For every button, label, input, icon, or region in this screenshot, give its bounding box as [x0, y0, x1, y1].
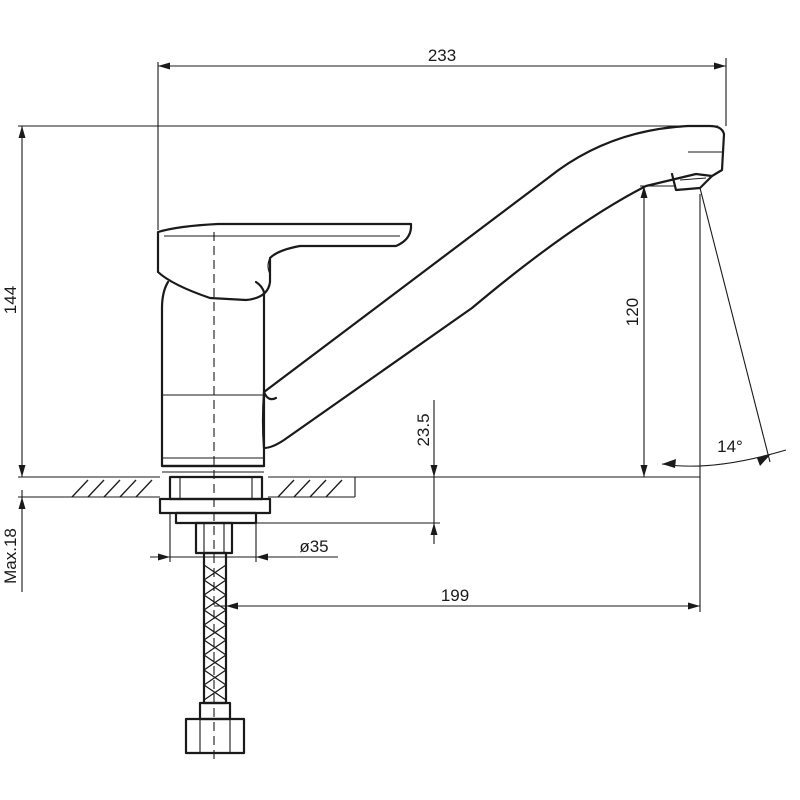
dimension-max-thickness: Max.18 [1, 490, 26, 592]
dimension-label-199: 199 [441, 586, 469, 605]
dimension-base-diameter: ø35 [150, 513, 338, 562]
dimension-spout-height: 120 [355, 185, 700, 478]
dimension-overall-height: 144 [1, 125, 718, 477]
dimension-spout-reach: 199 [214, 194, 701, 612]
aerator [670, 172, 714, 192]
mounting-hardware [158, 475, 272, 555]
countertop [18, 476, 356, 498]
dimension-label-144: 144 [1, 286, 20, 314]
dimension-label-120: 120 [623, 298, 642, 326]
dimension-label-14deg: 14° [717, 437, 743, 456]
dimension-label-233: 233 [428, 46, 456, 65]
dimension-outlet-angle: 14° [661, 187, 787, 468]
dimension-label-d35: ø35 [299, 537, 328, 556]
body-cylinder [160, 280, 266, 468]
dimension-overall-length: 233 [157, 46, 727, 230]
countertop-hatching [71, 479, 343, 498]
dimension-base-height: 23.5 [256, 400, 440, 544]
spout [261, 124, 726, 450]
supply-hose [184, 551, 246, 755]
dimension-label-max18: Max.18 [1, 528, 20, 584]
faucet-body [156, 124, 726, 473]
hose-braid [203, 564, 227, 701]
lever-handle [156, 222, 413, 302]
dimension-label-23-5: 23.5 [414, 413, 433, 446]
